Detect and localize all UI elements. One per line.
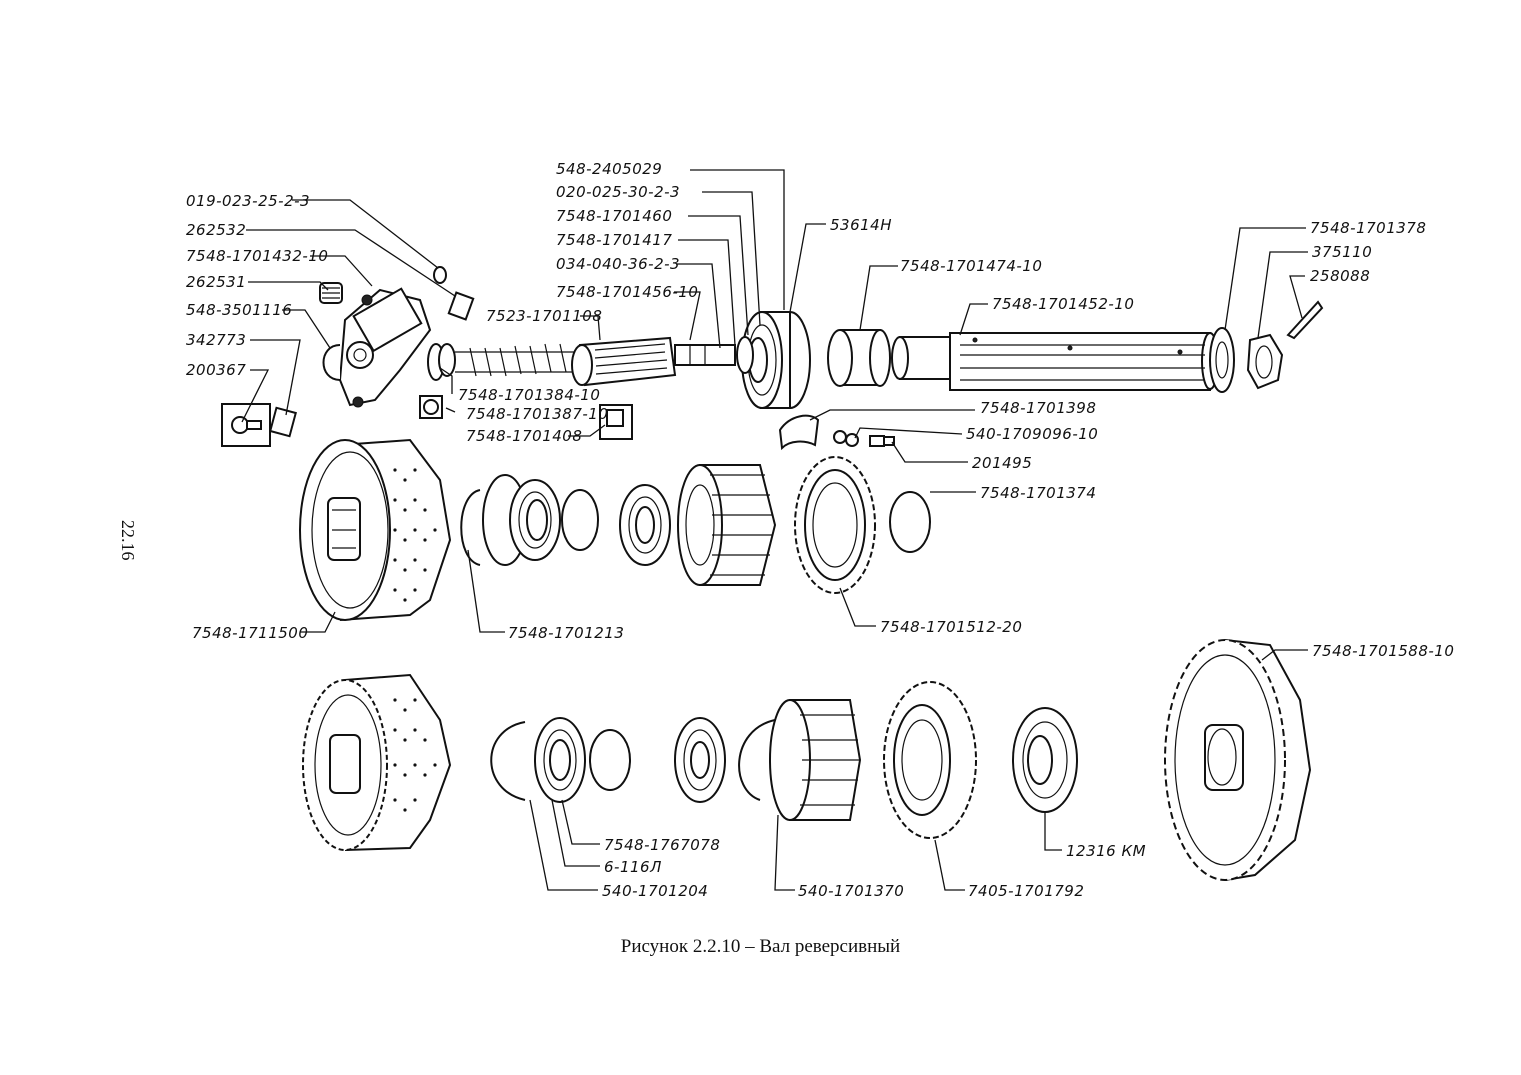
shaft-sleeve-part: [827, 329, 891, 387]
lock-washer-part: [1209, 327, 1235, 393]
part-label: 020-025-30-2-3: [556, 183, 680, 201]
snap-ring-part: [322, 344, 341, 381]
clutch-drum-part: [299, 438, 452, 621]
part-label: 7548-1701512-20: [880, 618, 1022, 636]
flange-housing-part: [338, 287, 432, 408]
part-label: 201495: [972, 454, 1032, 472]
part-label: 53614Н: [830, 216, 892, 234]
ball-bearing-bottom-second-part: [674, 717, 726, 803]
snap-ring-bottom-part: [490, 721, 526, 801]
part-label: 7548-1701384-10: [458, 386, 600, 404]
snap-ring-middle-part: [460, 489, 481, 566]
bushing-part: [889, 491, 931, 553]
part-label: 7548-1701387-10: [466, 405, 608, 423]
washer-part: [269, 406, 297, 438]
cotter-pin-part: [1286, 300, 1324, 340]
ball-bearing-second-part: [619, 484, 671, 566]
part-label: 7548-1701417: [556, 231, 672, 249]
part-label: 7548-1701460: [556, 207, 672, 225]
large-gear-part: [1164, 639, 1312, 881]
part-label: 7548-1701213: [508, 624, 624, 642]
spur-gear-bottom-part: [883, 681, 977, 839]
bolt-part: [221, 403, 271, 447]
snap-ring-bottom-second-part: [738, 719, 776, 801]
roller-bearing-bottom-part: [1012, 707, 1078, 813]
splined-sleeve-part: [571, 336, 677, 387]
spur-gear-part: [794, 456, 876, 594]
ball-bearing-middle-part: [509, 479, 561, 561]
part-label: 540-1701370: [798, 882, 904, 900]
clutch-drum-bottom-part: [302, 673, 452, 851]
part-label: 7548-1701398: [980, 399, 1096, 417]
part-label: 262531: [186, 273, 246, 291]
part-label: 342773: [186, 331, 246, 349]
part-label: 7548-1701474-10: [900, 257, 1042, 275]
part-label: 7548-1701408: [466, 427, 582, 445]
part-label: 12316 КМ: [1066, 842, 1146, 860]
page-number: 22.16: [118, 520, 138, 561]
part-label: 540-1709096-10: [966, 425, 1098, 443]
part-label: 034-040-36-2-3: [556, 255, 680, 273]
part-label: 548-2405029: [556, 160, 662, 178]
part-label: 262532: [186, 221, 246, 239]
part-label: 7523-1701108: [486, 307, 602, 325]
distance-ring-bottom-part: [589, 729, 631, 791]
part-label: 7548-1701378: [1310, 219, 1426, 237]
part-label: 7548-1701588-10: [1312, 642, 1454, 660]
part-label: 019-023-25-2-3: [186, 192, 310, 210]
part-label: 7548-1711500: [192, 624, 308, 642]
shaft-end-part: [674, 344, 736, 366]
ball-bearing-bottom-part: [534, 717, 586, 803]
part-label: 540-1701204: [602, 882, 708, 900]
part-label: 548-3501116: [186, 301, 292, 319]
clutch-hub-gear-part: [677, 464, 777, 586]
part-label: 200367: [186, 361, 246, 379]
distance-ring-part: [561, 489, 599, 551]
clutch-hub-bottom-part: [769, 699, 862, 821]
part-label: 258088: [1310, 267, 1370, 285]
roller-bearing-part: [736, 311, 811, 409]
leader-lines: [241, 169, 1308, 891]
half-ring-part: [778, 414, 820, 451]
part-label: 6-116Л: [604, 858, 662, 876]
small-bolt-part: [869, 435, 895, 447]
part-label: 7548-1767078: [604, 836, 720, 854]
o-ring-part: [433, 266, 447, 284]
reverse-shaft-part: [891, 332, 1219, 391]
nut-part: [1246, 333, 1284, 390]
part-label: 7405-1701792: [968, 882, 1084, 900]
spring-part: [427, 343, 575, 381]
figure-caption: Рисунок 2.2.10 – Вал реверсивный: [620, 936, 901, 957]
part-label: 7548-1701432-10: [186, 247, 328, 265]
part-label: 7548-1701452-10: [992, 295, 1134, 313]
plate-part: [447, 291, 475, 321]
lock-plate-part: [833, 430, 859, 447]
part-label: 7548-1701456-10: [556, 283, 698, 301]
part-label: 375110: [1312, 243, 1372, 261]
part-label: 7548-1701374: [980, 484, 1096, 502]
